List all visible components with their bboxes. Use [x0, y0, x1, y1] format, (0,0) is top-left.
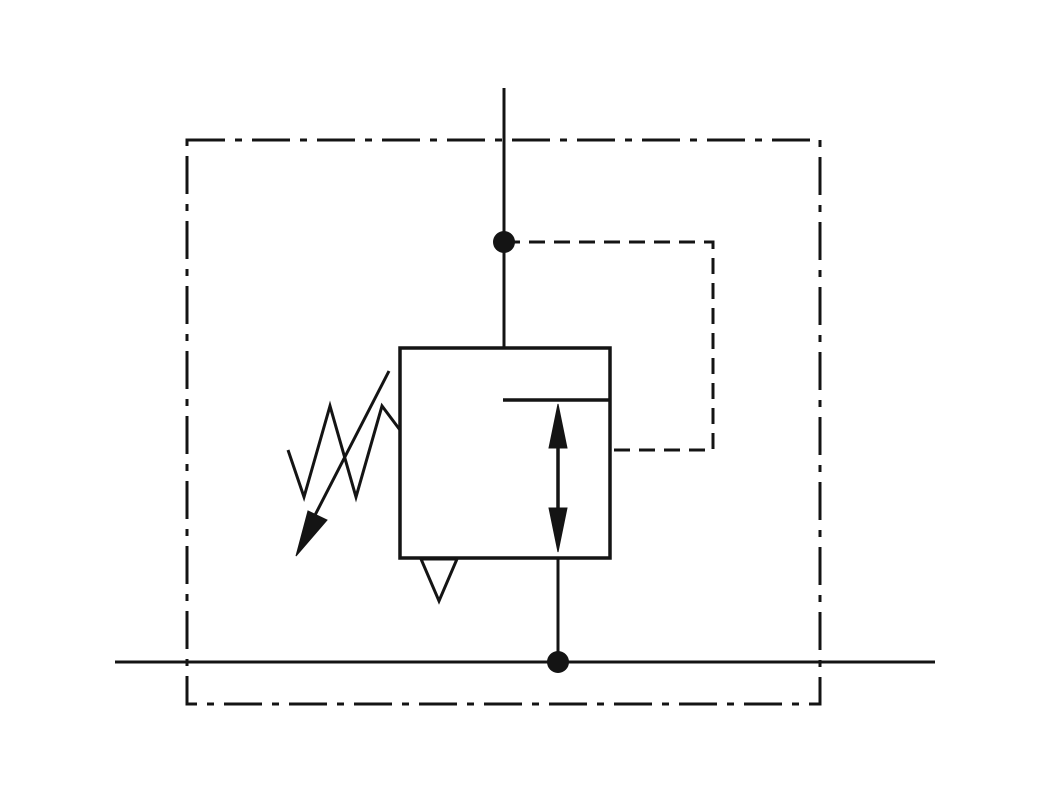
valve-body: [398, 346, 612, 560]
adjustment-arrow-line: [311, 370, 391, 520]
enclosure-boundary: [185, 138, 822, 706]
flow-arrow-head-down: [548, 507, 568, 553]
spring-zigzag: [286, 400, 402, 503]
drain-triangle: [418, 557, 460, 605]
pilot-tap-junction-dot: [493, 231, 515, 253]
adjustment-arrow-head: [295, 510, 328, 557]
pilot-line-dashed: [504, 240, 715, 452]
outlet-junction-dot: [547, 651, 569, 673]
flow-arrow-head-up: [548, 403, 568, 449]
